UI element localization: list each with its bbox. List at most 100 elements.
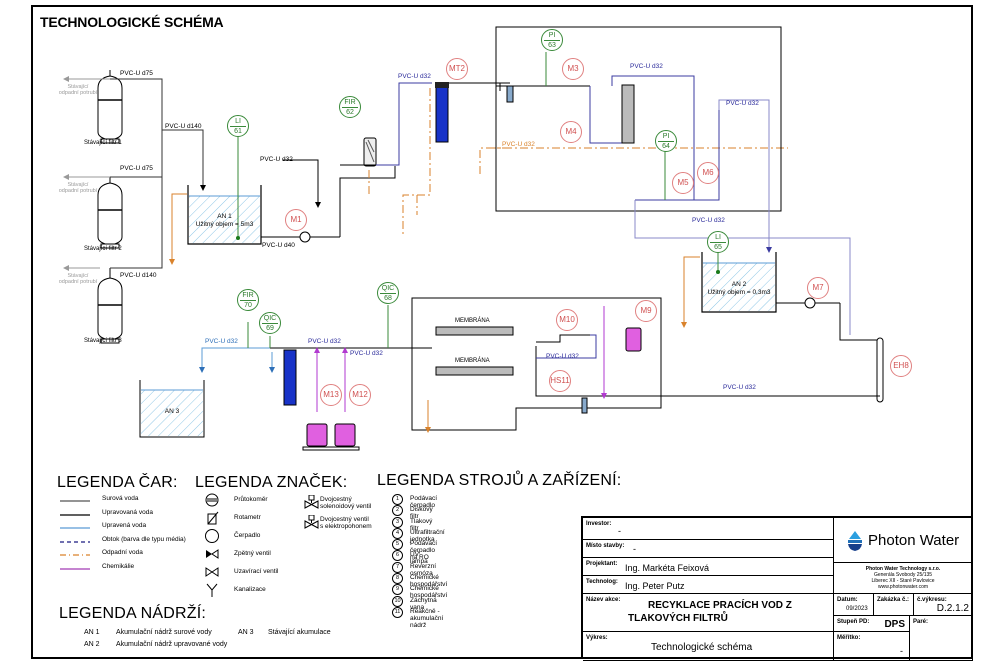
line-sample-icon (60, 567, 90, 570)
legend-equipment-label: Chemické hospodářství (410, 585, 448, 600)
pipe-label: PVC-U d32 (205, 338, 238, 345)
equipment-number-badge: 4 (392, 527, 403, 539)
company-brand: Photon Water (868, 532, 960, 549)
title-block: Investor: - Místo stavby: - Projektant: … (581, 516, 973, 661)
drawing-frame (31, 5, 973, 659)
chem-tanks (302, 347, 360, 451)
legend-equipment-label: UV lampa (410, 551, 428, 566)
line-sample-icon (60, 513, 90, 516)
legend-line-item: Upravená voda (60, 522, 190, 536)
motor-m6: M6 (697, 162, 719, 184)
stage-label: Stupeň PD: (837, 619, 870, 625)
backwash-lines (368, 88, 788, 235)
flowmeter-icon (205, 493, 219, 507)
designer-value: Ing. Markéta Feixová (625, 563, 710, 573)
tank-an3 (139, 380, 205, 438)
drawing-label: Výkres: (586, 635, 608, 641)
tank-code: AN 2 (84, 641, 100, 648)
uf-membrane (621, 84, 635, 144)
drawing-number-label: č.výkresu: (917, 597, 947, 603)
order-cell: Zakázka č.: (874, 594, 914, 616)
motor-m7: M7 (807, 277, 829, 299)
pressure-filter-3 (435, 86, 449, 143)
existing-filter-3 (97, 268, 123, 344)
legend-equipment-label: Tlakový filtr (410, 517, 433, 532)
legend-symbol-label: Zpětný ventil (234, 550, 271, 557)
legend-line-item: Chemikálie (60, 563, 190, 577)
legend-line-label: Upravená voda (102, 522, 147, 529)
equipment-number-badge: 7 (392, 561, 403, 573)
pipe-label: PVC-U d32 (398, 73, 431, 80)
an2-overflow (681, 256, 700, 328)
legend-equipment-label: Reverzní osmóza (410, 562, 437, 577)
legend-line-label: Upravovaná voda (102, 508, 153, 516)
designer-cell: Projektant: Ing. Markéta Feixová (583, 558, 834, 576)
legend-equipment-label: Chemické hospodářství (410, 574, 448, 589)
tank-an2 (701, 250, 777, 313)
legend-symbol-item: Průtokoměr (200, 493, 300, 511)
technologist-value: Ing. Peter Putz (625, 581, 685, 591)
company-web: www.photonwater.com (877, 584, 929, 590)
drawing-number-cell: č.výkresu: D.2.1.2 (914, 594, 973, 616)
designer-label: Projektant: (586, 561, 618, 567)
scale-cell: Měřítko: - (834, 632, 910, 661)
tank-desc: Stávající akumulace (268, 629, 331, 636)
an1-overflow (169, 193, 187, 265)
drawing-cell: Výkres: Technologické schéma (583, 632, 834, 661)
stage-value: DPS (884, 619, 905, 630)
motor-mt2: MT2 (446, 58, 468, 80)
legend-line-item: Odpadní voda (60, 549, 190, 563)
line-sample-icon (60, 554, 90, 556)
pump-5 (804, 297, 816, 309)
treated-water-line (199, 347, 275, 373)
ro-unit-7-box (411, 297, 662, 431)
uf-lines (589, 75, 851, 335)
waste-pipe-label: Stávající odpadní potrubí (58, 84, 98, 96)
equipment-number-badge: 11 (392, 606, 403, 618)
uf-unit-4-box (495, 26, 782, 212)
tank-an2-name: AN 2 (731, 281, 747, 288)
investor-cell: Investor: - (583, 518, 834, 540)
line-sample-icon (60, 500, 90, 502)
ro-bypass (536, 334, 597, 359)
scale-value: - (900, 646, 903, 656)
equipment-number-badge: 6 (392, 550, 403, 562)
uv-lamp-6 (876, 337, 884, 403)
company-name: Photon Water Technology s.r.o. (865, 566, 941, 572)
membrane-label: MEMBRÁNA (455, 358, 490, 364)
copies-label: Paré: (913, 619, 929, 625)
pump-1 (299, 231, 311, 243)
uf-prefilter (506, 85, 514, 103)
chem-tank-m9 (625, 327, 642, 352)
legend-equipment-label: Ultrafiltrační jednotka (410, 528, 445, 543)
date-cell: Datum: 09/2023 (834, 594, 874, 616)
rotameter-icon (207, 511, 219, 525)
motor-m1: M1 (285, 209, 307, 231)
legend-symbol-item: Kanalizace (200, 583, 300, 601)
motor-m4: M4 (560, 121, 582, 143)
motor-m3: M3 (562, 58, 584, 80)
project-cell: Název akce: RECYKLACE PRACÍCH VOD Z TLAK… (583, 594, 834, 632)
company-address-2: Liberec XII - Staré Pavlovice (871, 578, 935, 584)
solenoid-valve-icon (304, 495, 319, 509)
legend-line-item: Surová voda (60, 495, 190, 509)
ro-membranes (435, 326, 514, 376)
motor-m9: M9 (635, 300, 657, 322)
legend-equipment-label: Diskový filtr (410, 506, 433, 521)
legend-symbol-item: Zpětný ventil (200, 547, 300, 565)
pipe-label: PVC-U d75 (120, 165, 153, 172)
legend-symbol-item: Uzavírací ventil (200, 565, 300, 583)
legend-equipment-label: Podávací čerpadlo na RO (410, 540, 438, 562)
tank-an1 (187, 135, 262, 245)
legend-line-item: Obtok (barva dle typu média) (60, 536, 190, 550)
legend-tanks-heading: LEGENDA NÁDRŽÍ: (59, 605, 207, 622)
drain-icon (206, 583, 218, 597)
tank-an2-volume: Užitný objem = 0,3m3 (707, 289, 771, 296)
